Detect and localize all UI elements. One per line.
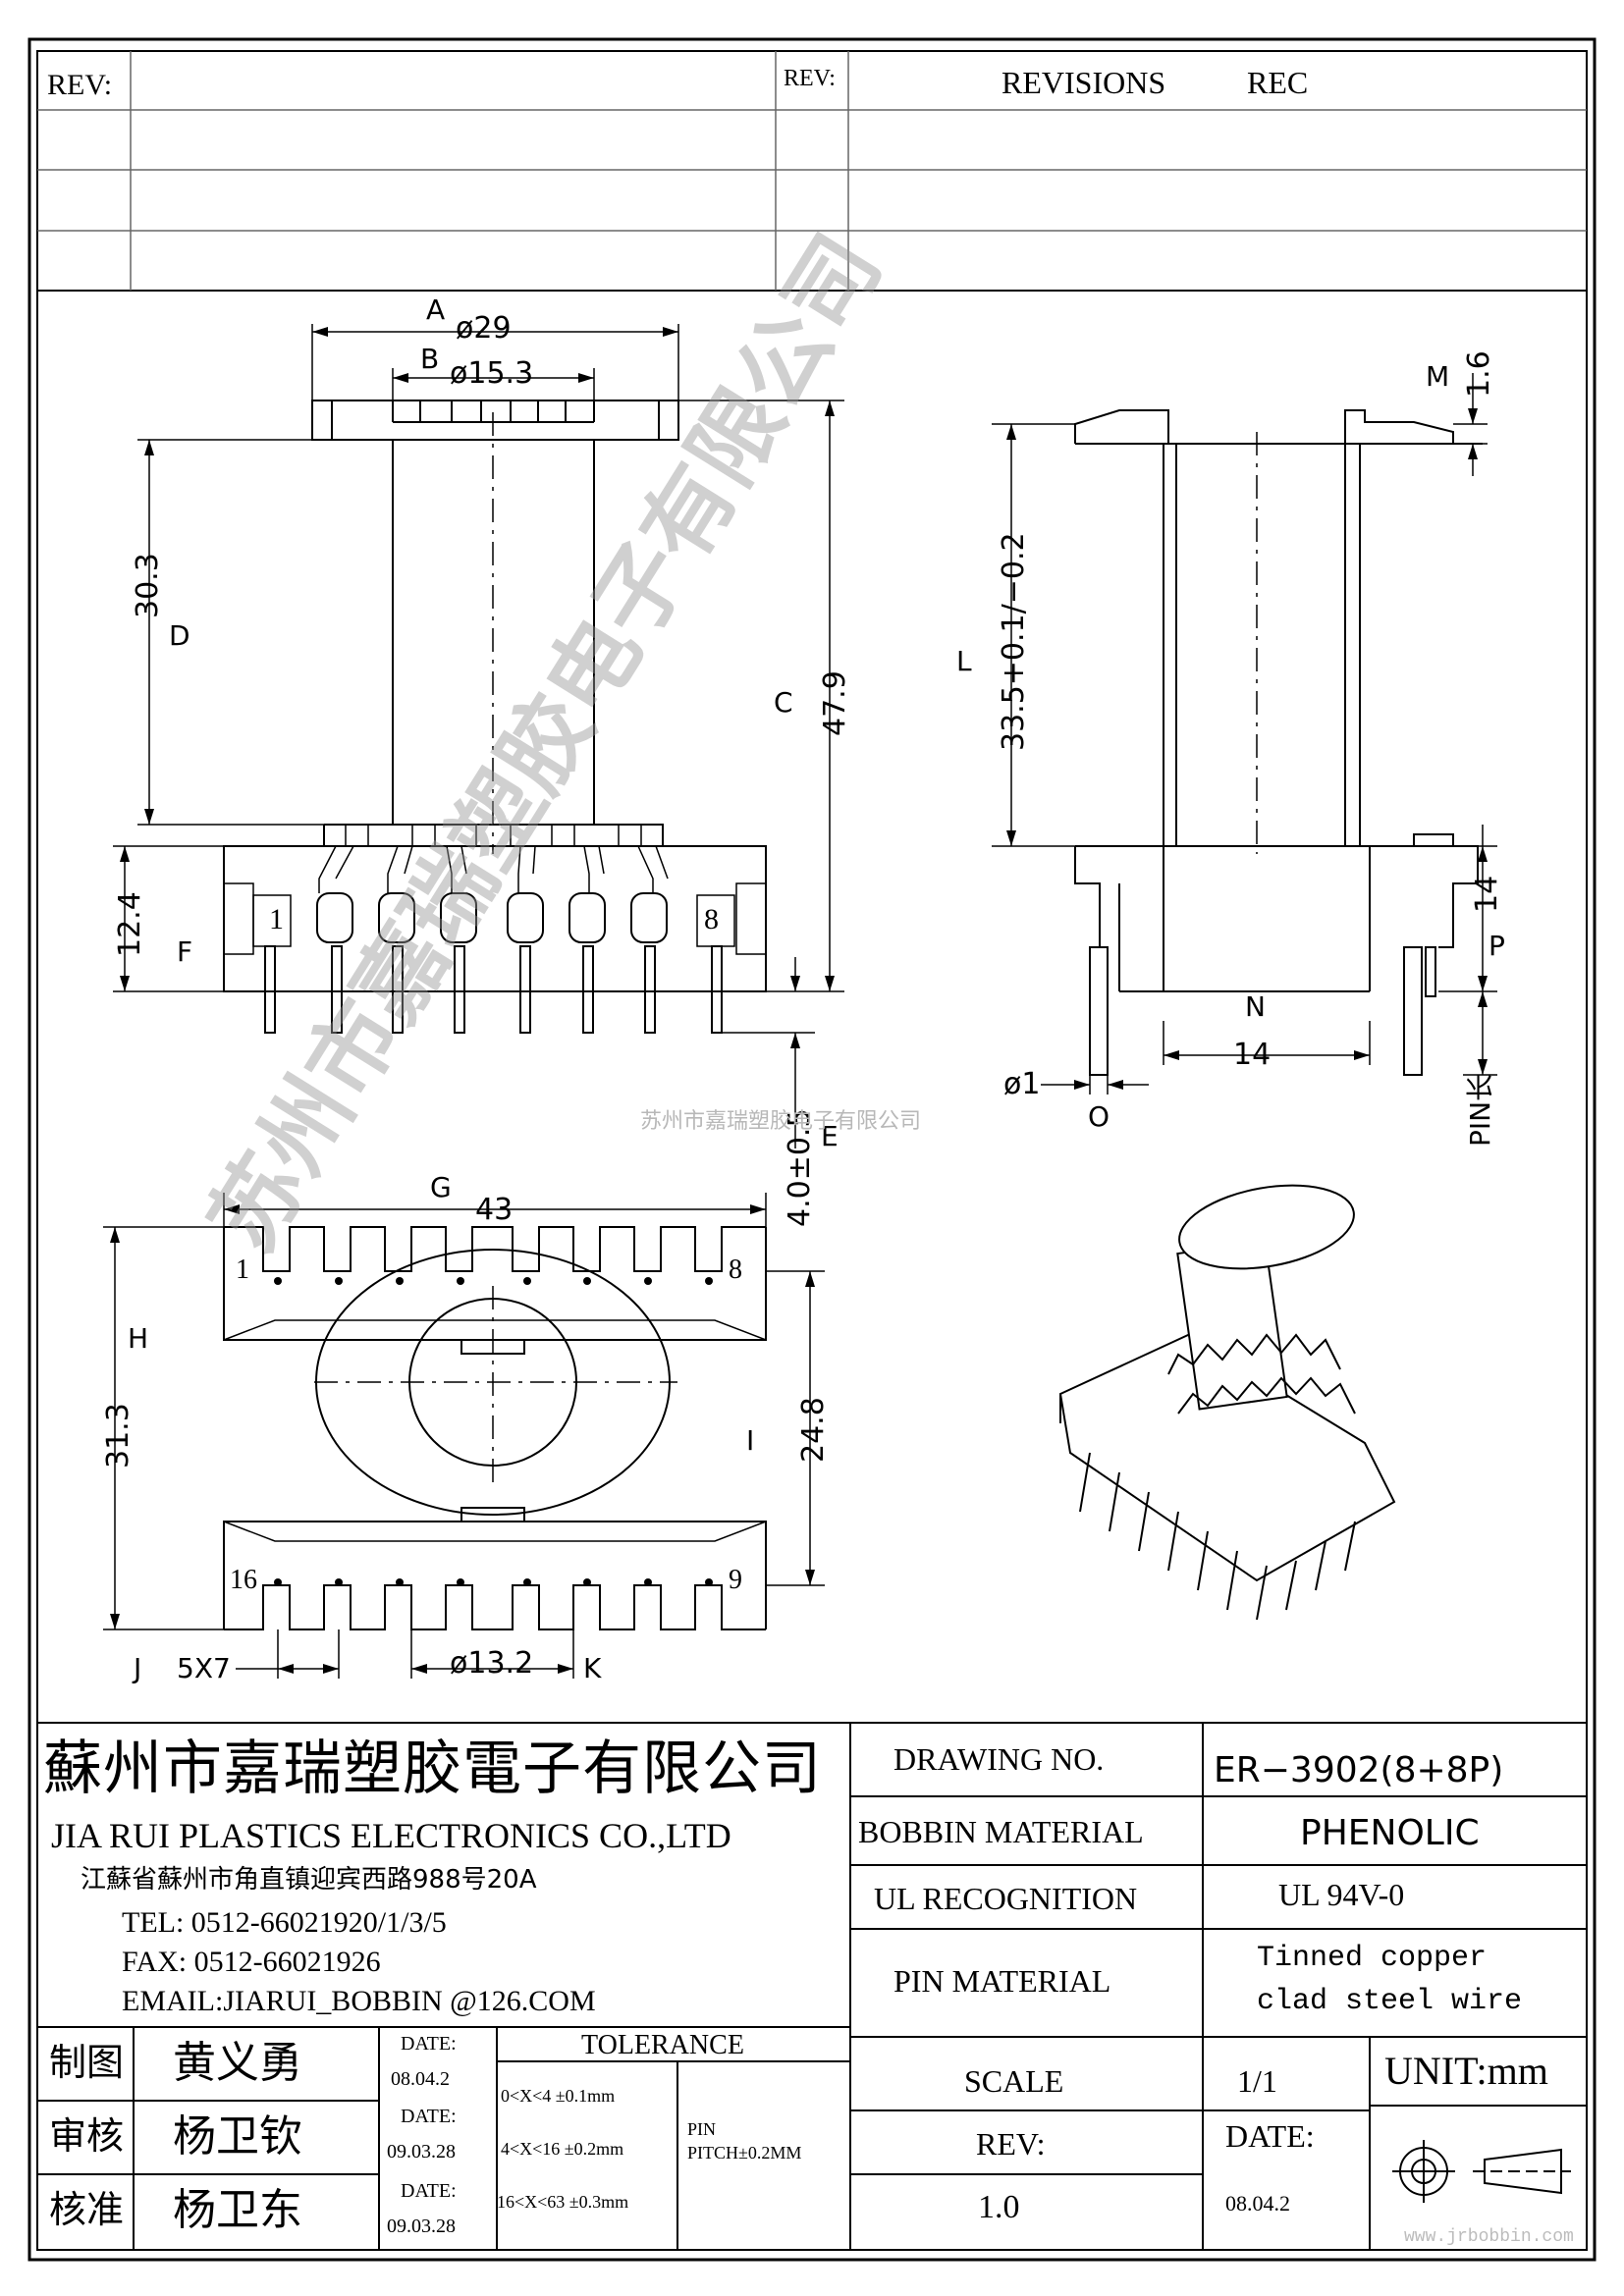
rev-label-right: REV: — [784, 66, 836, 91]
dim-o-value: ø1 — [1003, 1067, 1041, 1101]
date-label: DATE: — [1225, 2118, 1315, 2154]
dim-i-value: 24.8 — [796, 1397, 831, 1463]
revisions-header: REVISIONS — [1001, 65, 1166, 100]
company-fax: FAX: 0512-66021926 — [122, 1946, 381, 1978]
pin-material-value-2: clad steel wire — [1257, 1985, 1523, 2018]
dim-a-value: ø29 — [456, 311, 512, 346]
signoff-name-2: 杨卫东 — [173, 2185, 302, 2235]
rev-value: 1.0 — [978, 2189, 1020, 2225]
side-view — [992, 373, 1497, 1095]
rev-label-left: REV: — [47, 69, 113, 101]
signoff-date-label-2: DATE: — [401, 2180, 457, 2202]
dim-h-value: 31.3 — [101, 1403, 135, 1468]
drawing-no-value: ER−3902(8+8P) — [1214, 1750, 1504, 1790]
dim-l-label: L — [956, 645, 972, 677]
dim-c-label: C — [774, 686, 793, 719]
dim-f-label: F — [177, 935, 193, 968]
inner-border — [36, 50, 1588, 2251]
tolerance-pin-pitch-2: PITCH±0.2MM — [687, 2143, 802, 2163]
title-block — [37, 1722, 1587, 2250]
tolerance-pin-pitch-1: PIN — [687, 2119, 717, 2139]
bottom-view — [103, 1193, 825, 1679]
dim-o-label: O — [1088, 1100, 1110, 1133]
pin-material-value-1: Tinned copper — [1257, 1942, 1488, 1975]
signoff-role-2: 核准 — [49, 2188, 125, 2231]
tolerance-row-0: 0<X<4 ±0.1mm — [501, 2086, 616, 2106]
pin-length-label: PIN长 — [1464, 1073, 1496, 1147]
dim-j-label: J — [134, 1652, 142, 1684]
company-name-en: JIA RUI PLASTICS ELECTRONICS CO.,LTD — [51, 1816, 731, 1855]
dim-a-label: A — [426, 294, 446, 326]
watermark-url: www.jrbobbin.com — [1404, 2227, 1574, 2247]
dim-i-label: I — [746, 1424, 755, 1457]
bottom-pin-top-first: 1 — [236, 1255, 249, 1285]
dim-b-label: B — [420, 343, 440, 375]
bobbin-material-label: BOBBIN MATERIAL — [858, 1814, 1144, 1849]
front-pin-last: 8 — [704, 903, 719, 935]
pin-material-label: PIN MATERIAL — [893, 1963, 1111, 1999]
tolerance-row-1: 4<X<16 ±0.2mm — [501, 2139, 624, 2159]
tolerance-header: TOLERANCE — [581, 2030, 744, 2060]
scale-value: 1/1 — [1237, 2063, 1277, 2099]
revision-table — [37, 51, 1587, 292]
front-flange — [311, 400, 679, 441]
dim-d-value: 30.3 — [131, 553, 165, 618]
dim-p-label: P — [1489, 930, 1505, 962]
dim-c-value: 47.9 — [818, 670, 852, 736]
dim-p-value: 14 — [1470, 875, 1504, 913]
bobbin-material-value: PHENOLIC — [1300, 1813, 1480, 1853]
company-tel: TEL: 0512-66021920/1/3/5 — [122, 1906, 447, 1939]
rev-label: REV: — [976, 2126, 1046, 2162]
company-address: 江蘇省蘇州市角直镇迎宾西路988号20A — [81, 1865, 537, 1895]
dim-j-value: 5X7 — [177, 1652, 231, 1684]
dim-k-value: ø13.2 — [450, 1646, 534, 1681]
ul-recognition-value: UL 94V-0 — [1278, 1877, 1405, 1912]
dim-h-label: H — [128, 1322, 149, 1355]
bottom-pin-bottom-last: 9 — [729, 1565, 742, 1595]
dim-l-value: 33.5+0.1/−0.2 — [997, 532, 1031, 751]
dim-b-value: ø15.3 — [450, 356, 534, 391]
dim-k-label: K — [583, 1652, 602, 1684]
dim-e-label: E — [821, 1120, 839, 1152]
signoff-role-0: 制图 — [49, 2041, 125, 2084]
signoff-role-1: 审核 — [49, 2114, 125, 2158]
signoff-name-1: 杨卫钦 — [173, 2111, 302, 2162]
company-name-cn: 蘇州市嘉瑞塑胶電子有限公司 — [43, 1735, 822, 1803]
rec-header: REC — [1247, 65, 1309, 100]
signoff-date-label-1: DATE: — [401, 2106, 457, 2127]
signoff-date-2: 09.03.28 — [387, 2216, 456, 2237]
signoff-date-label-0: DATE: — [401, 2033, 457, 2055]
watermark-company: 苏州市嘉瑞塑胶电子有限公司 — [640, 1109, 922, 1134]
dim-g-value: 43 — [475, 1193, 514, 1227]
tolerance-row-2: 16<X<63 ±0.3mm — [497, 2192, 629, 2212]
signoff-date-1: 09.03.28 — [387, 2141, 456, 2163]
drawing-no-label: DRAWING NO. — [893, 1741, 1105, 1777]
outer-border — [27, 37, 1597, 2262]
isometric-view — [1058, 1184, 1396, 1621]
scale-label: SCALE — [964, 2063, 1064, 2099]
dim-d-label: D — [169, 619, 190, 652]
unit-label: UNIT:mm — [1384, 2049, 1548, 2093]
dim-n-value: 14 — [1233, 1038, 1272, 1072]
ul-recognition-label: UL RECOGNITION — [874, 1881, 1138, 1916]
bottom-pin-bottom-first: 16 — [230, 1565, 257, 1595]
dim-n-label: N — [1245, 990, 1266, 1023]
dim-m-label: M — [1426, 360, 1450, 393]
signoff-name-0: 黄义勇 — [173, 2038, 302, 2088]
company-email: EMAIL:JIARUI_BOBBIN @126.COM — [122, 1985, 596, 2017]
dim-m-value: 1.6 — [1462, 350, 1496, 398]
signoff-date-0: 08.04.2 — [391, 2068, 450, 2090]
bottom-pin-top-last: 8 — [729, 1255, 742, 1285]
dim-g-label: G — [430, 1171, 452, 1203]
date-value: 08.04.2 — [1225, 2191, 1290, 2216]
front-pin-first: 1 — [269, 903, 284, 935]
front-view — [113, 324, 844, 1148]
dim-f-value: 12.4 — [113, 891, 147, 957]
